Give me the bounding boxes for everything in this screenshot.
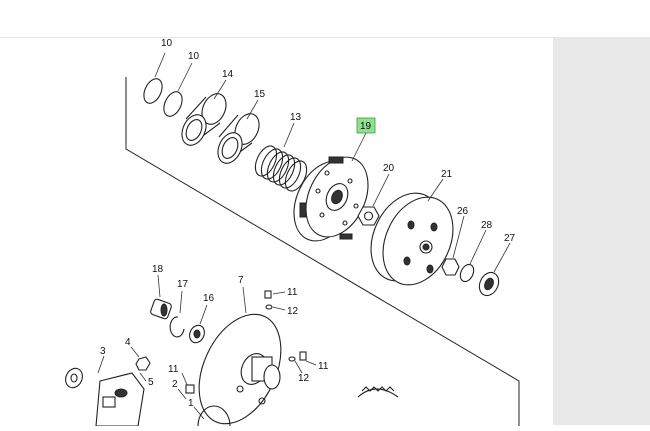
leader-11a: [272, 291, 286, 295]
callout-15[interactable]: 15: [254, 89, 266, 100]
callout-27[interactable]: 27: [504, 233, 516, 244]
callout-2[interactable]: 2: [172, 379, 178, 390]
callout-12b[interactable]: 12: [298, 373, 310, 384]
spring-13[interactable]: [251, 143, 311, 195]
callout-1[interactable]: 1: [188, 398, 194, 409]
callout-7[interactable]: 7: [238, 275, 244, 286]
callout-11c[interactable]: 11: [168, 364, 179, 375]
assembly-frame-line: [125, 77, 520, 426]
bearing-27[interactable]: [476, 269, 502, 298]
leader-19: [351, 132, 367, 162]
callout-10a[interactable]: 10: [161, 38, 173, 49]
leader-2: [177, 388, 187, 400]
callout-19[interactable]: 19: [360, 121, 372, 132]
side-panel: [553, 37, 650, 425]
circlip-17[interactable]: [169, 316, 185, 338]
leader-7: [242, 286, 247, 314]
circlip-10a[interactable]: [140, 76, 165, 106]
diagram-svg: 10 10 14 15 13: [63, 38, 520, 431]
leader-10b: [177, 62, 193, 92]
clutch-housing-21[interactable]: [358, 182, 467, 296]
exploded-parts-diagram: 10 10 14 15 13: [0, 37, 553, 431]
bushing-14[interactable]: [177, 90, 230, 149]
callout-5[interactable]: 5: [148, 377, 154, 388]
leader-1: [193, 406, 205, 420]
nut-26[interactable]: [441, 258, 460, 276]
leader-27: [493, 242, 511, 273]
leader-16: [199, 304, 208, 325]
leader-11b: [305, 360, 317, 366]
callout-4[interactable]: 4: [125, 337, 131, 348]
callout-20[interactable]: 20: [383, 163, 395, 174]
leader-10a: [154, 52, 166, 78]
nut-20[interactable]: [357, 206, 380, 226]
washer-3[interactable]: [63, 366, 86, 391]
sleeve-15[interactable]: [213, 110, 263, 167]
callout-11b[interactable]: 11: [318, 361, 329, 372]
gear-partial: [357, 386, 399, 398]
callout-18[interactable]: 18: [152, 264, 164, 275]
callout-11a[interactable]: 11: [287, 287, 298, 298]
leader-3: [97, 355, 105, 374]
leader-4: [130, 346, 140, 358]
callout-21[interactable]: 21: [441, 169, 453, 180]
needle-bearing-18[interactable]: [150, 298, 172, 320]
leader-18: [157, 274, 161, 298]
top-margin: [0, 0, 650, 37]
washer-3-hole: [70, 373, 78, 383]
nut-4[interactable]: [135, 356, 151, 371]
fixed-sheave-assembly[interactable]: [95, 372, 145, 427]
callout-28[interactable]: 28: [481, 220, 493, 231]
circlip-10b[interactable]: [160, 89, 185, 119]
screw-11b[interactable]: [299, 351, 307, 361]
callout-12a[interactable]: 12: [287, 306, 299, 317]
leader-13: [283, 122, 295, 148]
washer-12a[interactable]: [265, 304, 273, 310]
leader-17: [179, 290, 183, 314]
leader-28: [469, 229, 487, 265]
screw-11a[interactable]: [264, 290, 272, 299]
leader-12b: [294, 360, 303, 374]
leader-26: [452, 215, 465, 259]
callout-10b[interactable]: 10: [188, 51, 200, 62]
leader-12a: [272, 306, 286, 311]
leader-21: [427, 178, 444, 202]
washer-12b[interactable]: [288, 356, 296, 362]
callout-14[interactable]: 14: [222, 69, 234, 80]
callout-17[interactable]: 17: [177, 279, 189, 290]
screw-11c[interactable]: [185, 384, 195, 394]
leader-14: [213, 79, 227, 100]
callout-13[interactable]: 13: [290, 112, 302, 123]
washer-28[interactable]: [458, 262, 476, 283]
sliding-sheave-7[interactable]: [183, 301, 297, 426]
nut-20-hole: [363, 211, 374, 221]
callout-26[interactable]: 26: [457, 206, 469, 217]
callout-16[interactable]: 16: [203, 293, 215, 304]
leader-20: [372, 173, 390, 207]
leader-5: [139, 372, 147, 382]
bearing-16[interactable]: [187, 323, 207, 345]
callout-3[interactable]: 3: [100, 346, 106, 357]
leader-15: [246, 99, 259, 120]
clutch-carrier-19[interactable]: [282, 147, 380, 251]
